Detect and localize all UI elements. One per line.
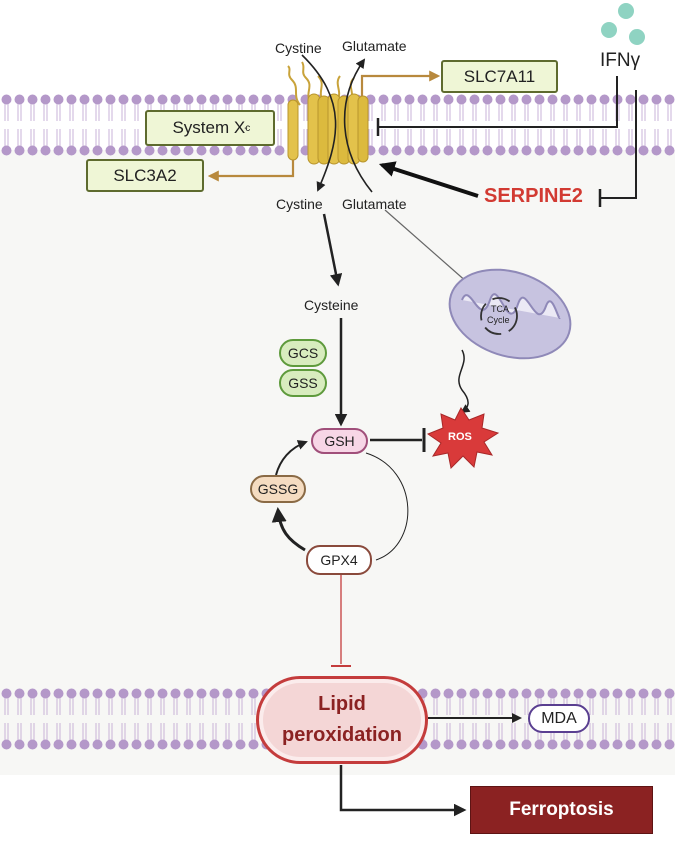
ferroptosis-text: Ferroptosis <box>509 799 614 820</box>
system-xc-transporter-icon <box>287 61 369 165</box>
gsh-pill: GSH <box>311 428 368 454</box>
serpine2-activation-arrow <box>378 161 479 198</box>
gpx4-text: GPX4 <box>320 552 358 568</box>
gsh-text: GSH <box>324 433 355 449</box>
system-xc-text: System X <box>172 118 246 137</box>
label-cystine-extracellular: Cystine <box>275 40 322 56</box>
mda-pill: MDA <box>528 704 590 733</box>
slc7a11-text: SLC7A11 <box>463 66 536 86</box>
peroxidation-text: peroxidation <box>281 724 402 746</box>
mitochondrion-icon <box>448 268 572 360</box>
ifn-inhibits-serpine2-line <box>600 90 637 199</box>
system-xc-subscript: c <box>245 122 251 134</box>
label-cystine-intracellular: Cystine <box>276 196 323 212</box>
gssg-text: GSSG <box>257 481 299 497</box>
label-tca: TCA <box>491 304 509 314</box>
gss-text: GSS <box>288 375 318 391</box>
gcs-text: GCS <box>287 345 319 361</box>
lipid-text: Lipid <box>318 693 366 715</box>
gss-enzyme-pill: GSS <box>279 369 327 397</box>
gpx4-pill: GPX4 <box>306 545 372 575</box>
label-glutamate-intracellular: Glutamate <box>342 196 407 212</box>
gsh-to-gpx4-arc <box>365 452 409 561</box>
gssg-to-gsh-arrow <box>275 440 308 476</box>
gssg-pill: GSSG <box>250 475 306 503</box>
ros-burst-icon <box>426 407 500 470</box>
gcs-enzyme-pill: GCS <box>279 339 327 367</box>
slc3a2-box: SLC3A2 <box>86 159 204 192</box>
lipid-peroxidation-node: Lipid peroxidation <box>256 676 428 764</box>
label-cycle: Cycle <box>487 315 510 325</box>
label-ros: ROS <box>448 431 472 443</box>
glutamate-export-arrow <box>343 58 373 193</box>
label-glutamate-extracellular: Glutamate <box>342 38 407 54</box>
slc7a11-box: SLC7A11 <box>441 60 558 93</box>
cytoplasm-background <box>0 150 675 775</box>
ifn-inhibits-system-xc-line <box>378 76 618 128</box>
system-xc-superscript: - <box>244 122 248 134</box>
glutamate-to-tca-arrow <box>384 209 470 284</box>
slc3a2-text: SLC3A2 <box>113 165 177 185</box>
ifn-molecules-icon <box>601 3 645 45</box>
label-cysteine: Cysteine <box>304 297 359 313</box>
lipid-to-ferroptosis-arrow <box>339 765 467 817</box>
label-ifn-gamma: IFNγ <box>600 50 641 71</box>
slc7a11-pointer-arrow <box>360 70 441 96</box>
slc3a2-pointer-arrow <box>207 160 295 182</box>
mda-text: MDA <box>541 709 577 727</box>
gpx4-to-gssg-arrow <box>271 507 306 552</box>
ferroptosis-box: Ferroptosis <box>470 786 653 834</box>
cystine-to-cysteine-arrow <box>322 213 343 287</box>
cystine-import-arrow <box>301 54 337 192</box>
mito-to-ros-arrow <box>458 349 471 413</box>
label-serpine2: SERPINE2 <box>484 185 583 207</box>
